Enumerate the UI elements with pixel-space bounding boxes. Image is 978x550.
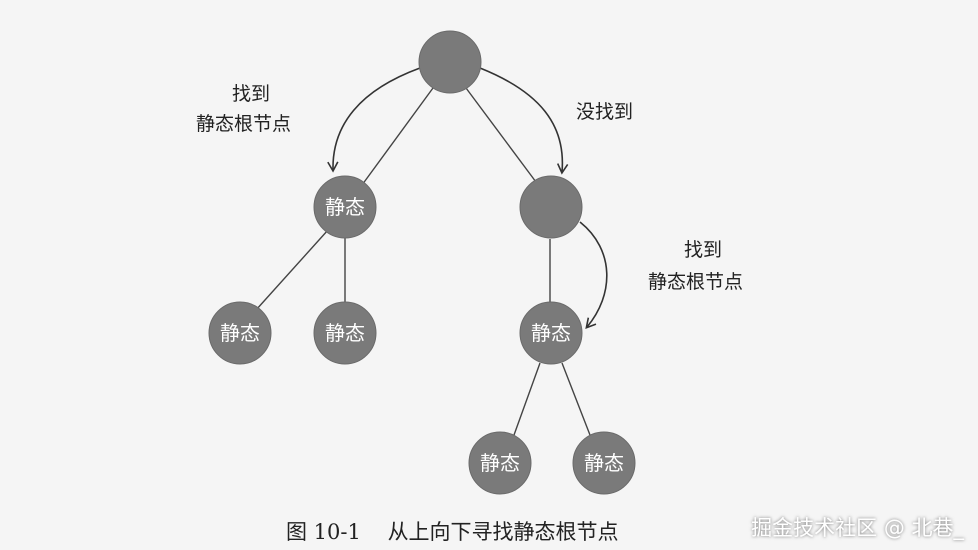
arrow-root-to-right bbox=[479, 67, 569, 175]
watermark: 掘金技术社区 @ 北巷_ bbox=[751, 516, 964, 540]
tree-node-root bbox=[418, 30, 482, 94]
tree-node-level3-left: 静态 bbox=[468, 431, 532, 495]
edge-mid-rightleaf bbox=[561, 362, 591, 436]
edge-mid-leftleaf bbox=[513, 362, 541, 436]
edge-root-right bbox=[465, 87, 537, 183]
tree-node-level1-right bbox=[519, 175, 583, 239]
node-label: 静态 bbox=[325, 321, 365, 345]
annotation-right-found-line1: 找到 bbox=[684, 239, 722, 261]
edge-root-left bbox=[361, 87, 434, 186]
arrow-root-to-left bbox=[327, 67, 421, 173]
node-label: 静态 bbox=[480, 451, 520, 475]
tree-node-level1-left: 静态 bbox=[313, 175, 377, 239]
tree-node-level2-left-second: 静态 bbox=[313, 301, 377, 365]
annotation-left-found-line2: 静态根节点 bbox=[196, 113, 291, 135]
tree-node-level3-right: 静态 bbox=[572, 431, 636, 495]
node-label: 静态 bbox=[584, 451, 624, 475]
annotation-right-found-line2: 静态根节点 bbox=[648, 271, 743, 293]
figure-title: 从上向下寻找静态根节点 bbox=[387, 520, 619, 544]
figure-number: 图 10-1 bbox=[286, 520, 361, 544]
node-label: 静态 bbox=[531, 321, 571, 345]
node-label: 静态 bbox=[325, 195, 365, 219]
arrow-right-to-mid bbox=[579, 221, 608, 330]
tree-diagram: 静态 静态 静态 静态 静态 静态 找到 静态根节点 没找到 找到 静态根节点 bbox=[196, 30, 743, 495]
edge-left-leftleaf bbox=[255, 229, 329, 311]
tree-node-level2-right: 静态 bbox=[519, 301, 583, 365]
node-label: 静态 bbox=[220, 321, 260, 345]
tree-node-level2-leftmost: 静态 bbox=[208, 301, 272, 365]
figure-caption: 图 10-1 从上向下寻找静态根节点 bbox=[286, 516, 619, 546]
annotation-not-found: 没找到 bbox=[576, 101, 633, 123]
annotation-left-found-line1: 找到 bbox=[232, 83, 270, 105]
